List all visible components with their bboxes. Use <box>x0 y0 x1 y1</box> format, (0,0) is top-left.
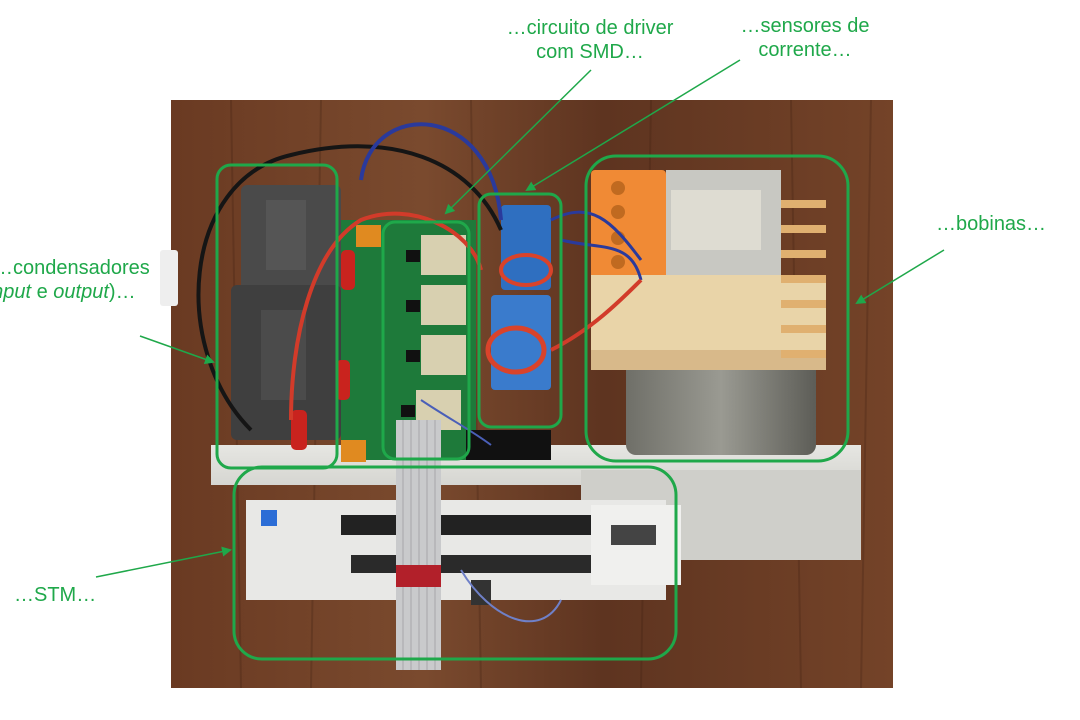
driver-label-line1: …circuito de driver <box>506 17 674 39</box>
capacitors-label: …condensadores (input e output)… <box>0 256 150 304</box>
capacitors-label-line1: …condensadores <box>0 257 150 279</box>
capacitors-label-line2: (input e output)… <box>0 280 150 304</box>
capacitors-close: )… <box>108 281 136 303</box>
sensors-label-line1: …sensores de <box>740 15 870 37</box>
stm-label: …STM… <box>14 584 97 606</box>
capacitors-input: input <box>0 281 32 303</box>
capacitors-output: output <box>53 281 109 303</box>
capacitors-and: e <box>31 281 54 303</box>
current-sensor-1 <box>501 205 551 290</box>
transformer-winding <box>626 360 816 455</box>
driver-label-line2: com SMD… <box>536 41 644 63</box>
sensors-label: …sensores de corrente… <box>720 14 890 62</box>
photo-illustration <box>171 100 893 688</box>
coils-label: …bobinas… <box>936 213 1047 235</box>
driver-label: …circuito de driver com SMD… <box>480 16 700 64</box>
side-tab <box>160 250 178 306</box>
sensors-label-line2: corrente… <box>758 39 852 61</box>
hardware-photo <box>171 100 893 688</box>
terminal-block <box>591 170 666 280</box>
